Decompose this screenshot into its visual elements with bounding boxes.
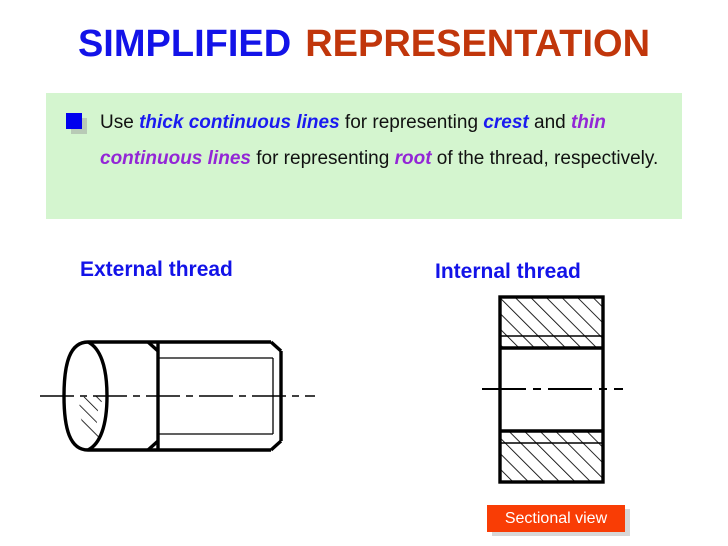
sectional-view-label: Sectional view — [487, 505, 625, 532]
blue-square-bullet-icon — [66, 113, 82, 129]
internal-thread-hatching-bottom — [500, 431, 603, 482]
page-title: SIMPLIFIED REPRESENTATION — [0, 22, 728, 66]
emphasis-root: root — [394, 148, 432, 169]
bullet-text-for-representing-1: for representing — [339, 112, 484, 133]
emphasis-crest: crest — [483, 112, 529, 133]
bullet-text-use: Use — [100, 112, 140, 133]
figure-caption-internal-thread: Internal thread — [435, 260, 581, 283]
emphasis-thick-continuous-lines: thick continuous lines — [139, 112, 340, 133]
page-title-part-representation: REPRESENTATION — [305, 23, 651, 65]
emphasis-thin-continuous-lines: thin continuous lines — [100, 112, 606, 169]
page-title-part-simplified: SIMPLIFIED — [77, 23, 292, 65]
external-thread-drawing — [40, 340, 315, 455]
bullet-text-the-thread-respectively: the thread, respectively. — [457, 148, 659, 169]
bullet-item-text: Use thick continuous lines for represent… — [100, 105, 666, 177]
bullet-text-for-representing-2: for representing — [250, 148, 395, 169]
bullet-text-and: and — [534, 112, 571, 133]
external-thread-section-hatching — [79, 396, 108, 455]
bullet-text-of: of — [431, 148, 453, 169]
bullet-list-item: Use thick continuous lines for represent… — [66, 105, 666, 177]
figure-caption-external-thread: External thread — [80, 258, 233, 281]
internal-thread-crest-lines — [500, 346, 603, 433]
body-content-box: Use thick continuous lines for represent… — [46, 93, 682, 219]
internal-thread-hatching-top — [500, 297, 603, 348]
internal-thread-root-lines — [500, 335, 603, 444]
internal-thread-drawing — [482, 295, 623, 484]
